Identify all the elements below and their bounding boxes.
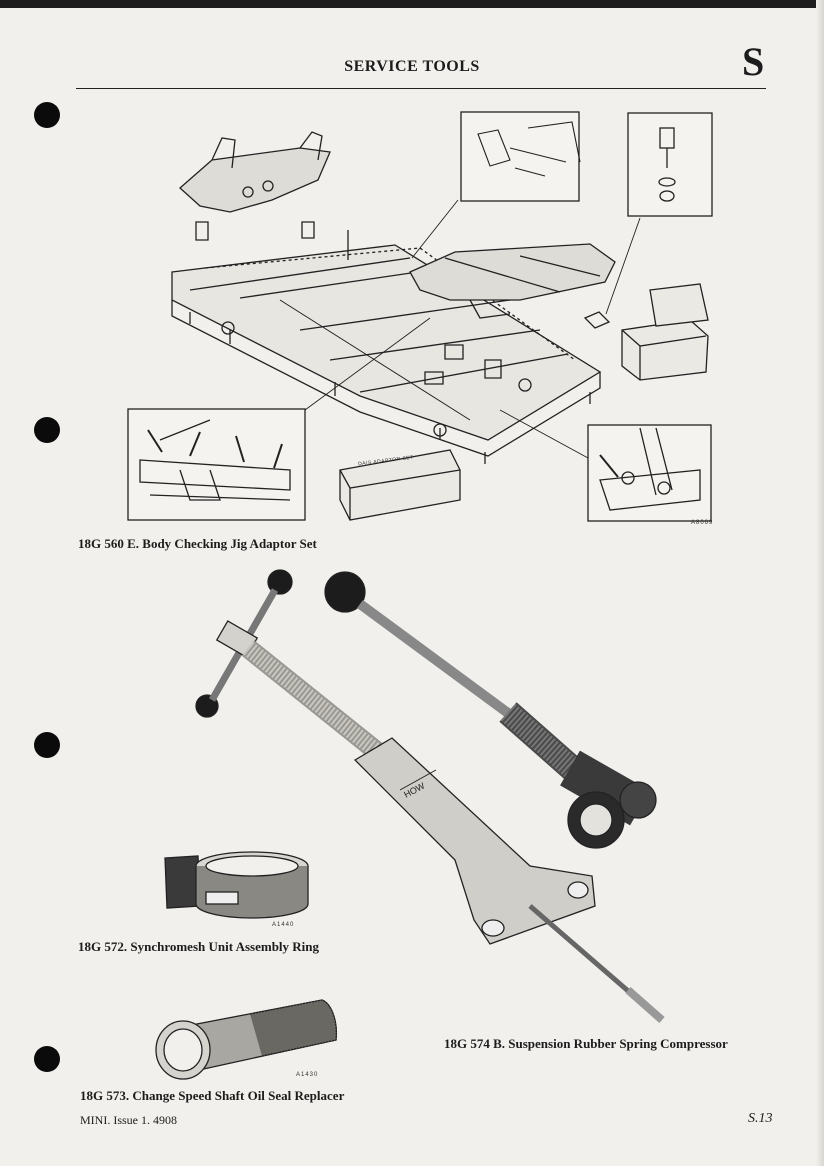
jig-adaptor-set-illustration (127, 111, 713, 522)
binder-hole (34, 102, 60, 128)
figure-code-a1430: A1430 (296, 1072, 319, 1078)
figure-code-a8069: A8069 (691, 520, 714, 526)
binder-hole (34, 732, 60, 758)
scan-right-edge (816, 0, 824, 1166)
oil-seal-replacer-illustration (155, 999, 337, 1080)
scan-top-edge (0, 0, 824, 8)
binder-hole (34, 417, 60, 443)
page-number: S.13 (748, 1111, 773, 1126)
figure-code-a1440: A1440 (272, 922, 295, 928)
assembly-ring-illustration (164, 851, 309, 919)
footer-issue: MINI. Issue 1. 4908 (80, 1113, 177, 1127)
spring-compressor-illustration: HOW (195, 569, 665, 1023)
header-rule (76, 88, 766, 89)
page-title: SERVICE TOOLS (344, 58, 480, 75)
binder-hole (34, 1046, 60, 1072)
section-letter: S (742, 39, 765, 84)
caption-oil-seal-replacer: 18G 573. Change Speed Shaft Oil Seal Rep… (80, 1088, 345, 1103)
caption-spring-compressor: 18G 574 B. Suspension Rubber Spring Comp… (444, 1036, 728, 1051)
caption-assembly-ring: 18G 572. Synchromesh Unit Assembly Ring (78, 939, 320, 954)
caption-jig-adaptor-set: 18G 560 E. Body Checking Jig Adaptor Set (78, 536, 317, 551)
